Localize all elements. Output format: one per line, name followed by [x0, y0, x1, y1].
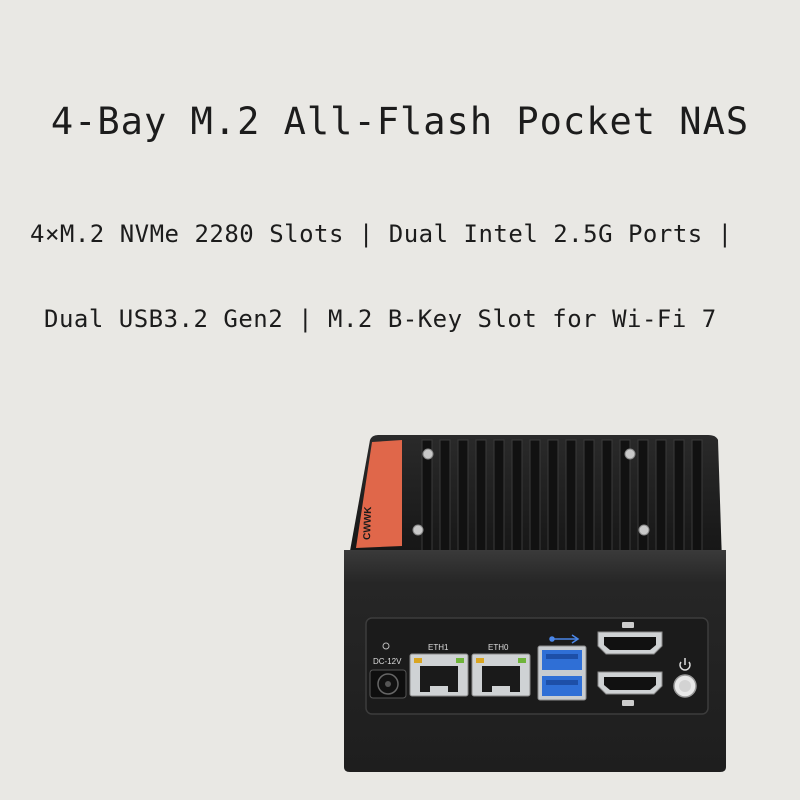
usb-ports	[537, 634, 587, 701]
power-icon	[679, 658, 691, 671]
screw-icons	[412, 448, 650, 536]
feature-line-1: 4×M.2 NVMe 2280 Slots | Dual Intel 2.5G …	[30, 220, 733, 248]
eth1-label: ETH1	[428, 643, 449, 652]
nas-device-image: CWWK DC-12V ETH1 ETH0	[330, 432, 740, 782]
hdmi-ports	[597, 622, 663, 706]
brand-stripe: CWWK	[356, 440, 402, 548]
usb-ss-icon	[549, 634, 580, 644]
dc-label: DC-12V	[373, 657, 402, 666]
eth0-label: ETH0	[488, 643, 509, 652]
ethernet-port-eth0: ETH0	[471, 643, 531, 697]
power-button	[673, 658, 697, 698]
page-title: 4-Bay M.2 All-Flash Pocket NAS	[50, 100, 750, 143]
svg-text:CWWK: CWWK	[362, 506, 374, 540]
dc-power-jack: DC-12V	[369, 642, 407, 699]
hdmi-icon	[622, 622, 634, 628]
heatsink-top	[348, 435, 722, 562]
feature-line-2: Dual USB3.2 Gen2 | M.2 B-Key Slot for Wi…	[44, 305, 717, 333]
ethernet-port-eth1: ETH1	[409, 643, 469, 697]
